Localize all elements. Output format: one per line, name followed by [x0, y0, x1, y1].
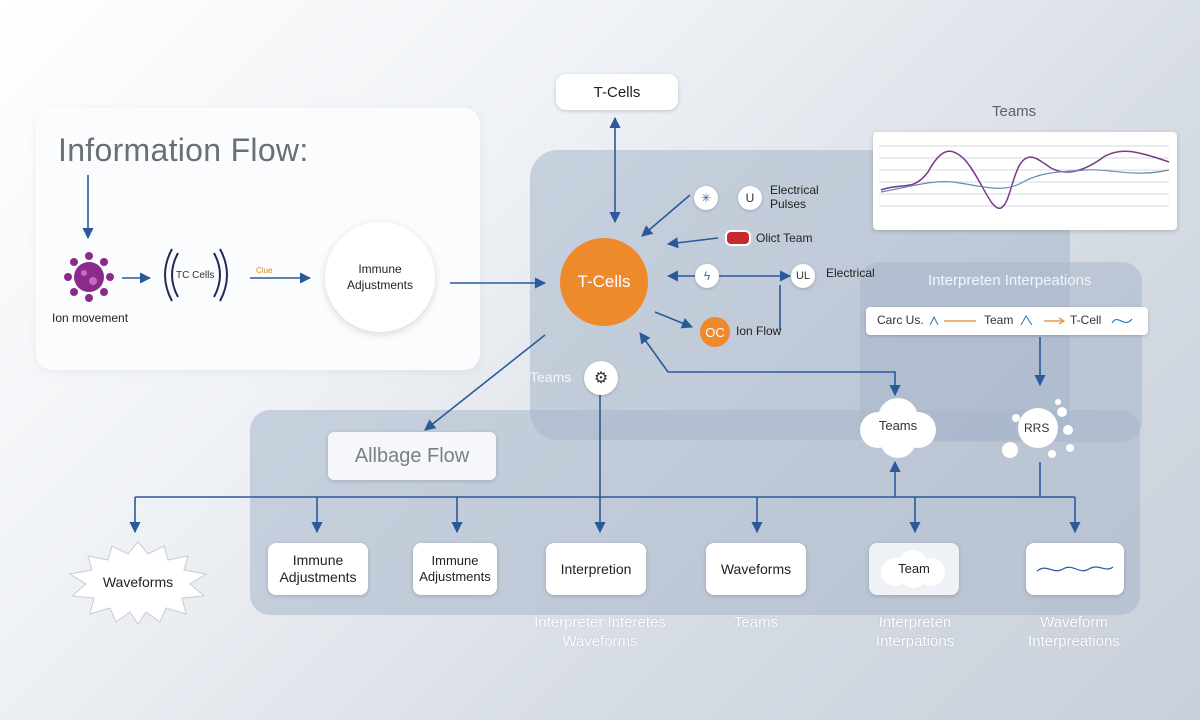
- allbage-flow-box: Allbage Flow: [328, 432, 496, 480]
- flow-bar-lines: [929, 315, 1133, 326]
- immune-adjustments-box-1-label: Immune Adjustments: [279, 551, 357, 586]
- ion-movement-label: Ion movement: [52, 311, 129, 325]
- u-icon: U: [738, 186, 762, 210]
- top-t-cells-box: T-Cells: [556, 74, 678, 110]
- flow-bar-c: T-Cell: [1070, 313, 1102, 327]
- immune-adjustments-box-1: Immune Adjustments: [268, 543, 368, 595]
- information-flow-title: Information Flow:: [58, 132, 309, 168]
- teams-cloud: Teams: [856, 394, 940, 460]
- team-box-label: Team: [898, 561, 930, 576]
- interpretation-title: Interpreten Interpeations: [928, 272, 1092, 289]
- caption-interpreter: Interpreter Interetes Waveforms: [534, 614, 666, 650]
- teams-group-icon: ⚙: [584, 361, 618, 395]
- interpretion-box: Interpretion: [546, 543, 646, 595]
- tc-cells-label: TC Cells: [176, 270, 215, 281]
- center-t-cells-node: T-Cells: [560, 238, 648, 326]
- waveforms-starburst-label: Waveforms: [102, 574, 174, 590]
- ion-flow-label: Ion Flow: [736, 324, 782, 338]
- teams-chart-card: [873, 132, 1177, 230]
- immune-adjustments-box-2: Immune Adjustments: [413, 543, 497, 595]
- waveforms-starburst: Waveforms: [68, 540, 208, 625]
- flow-bar-a: Carc Us.: [877, 313, 924, 327]
- caption-interpreten: Interpreten Interpations: [875, 614, 955, 650]
- oc-icon: OC: [700, 317, 730, 347]
- flow-bar-b: Team: [984, 313, 1014, 327]
- lightning-icon: ϟ: [695, 264, 719, 288]
- caption-waveform: Waveform Interpreations: [1028, 614, 1120, 650]
- teams-icon-label: Teams: [530, 369, 572, 385]
- waveforms-box: Waveforms: [706, 543, 806, 595]
- waveform-box-line: [1036, 566, 1114, 572]
- bacteria-icon: ✳: [694, 186, 718, 210]
- virus-icon: [62, 250, 116, 309]
- teams-chart-plot: [879, 145, 1170, 209]
- electrical-label: Electrical: [826, 266, 875, 280]
- tc-cells-wave-icon: [156, 243, 236, 312]
- pill-icon: [725, 230, 751, 246]
- small-arrow-label: Clue: [256, 266, 273, 275]
- waveform-box: [1026, 543, 1124, 595]
- team-box: Team: [869, 543, 959, 595]
- teams-chart-title: Teams: [992, 103, 1037, 120]
- caption-teams: Teams: [733, 614, 779, 631]
- rrs-label: RRS: [1024, 421, 1050, 435]
- flow-bar: Carc Us. Team T-Cell: [866, 307, 1148, 335]
- ul-icon: UL: [791, 264, 815, 288]
- teams-cloud-label: Teams: [878, 418, 918, 433]
- rrs-bubble: RRS: [998, 398, 1080, 464]
- immune-adjustments-circle: Immune Adjustments: [325, 222, 435, 332]
- object-team-label: Olict Team: [756, 231, 813, 245]
- immune-adjustments-label: Immune Adjustments: [346, 261, 414, 292]
- electrical-pulses-label: Electrical Pulses: [770, 183, 819, 211]
- immune-adjustments-box-2-label: Immune Adjustments: [419, 552, 491, 584]
